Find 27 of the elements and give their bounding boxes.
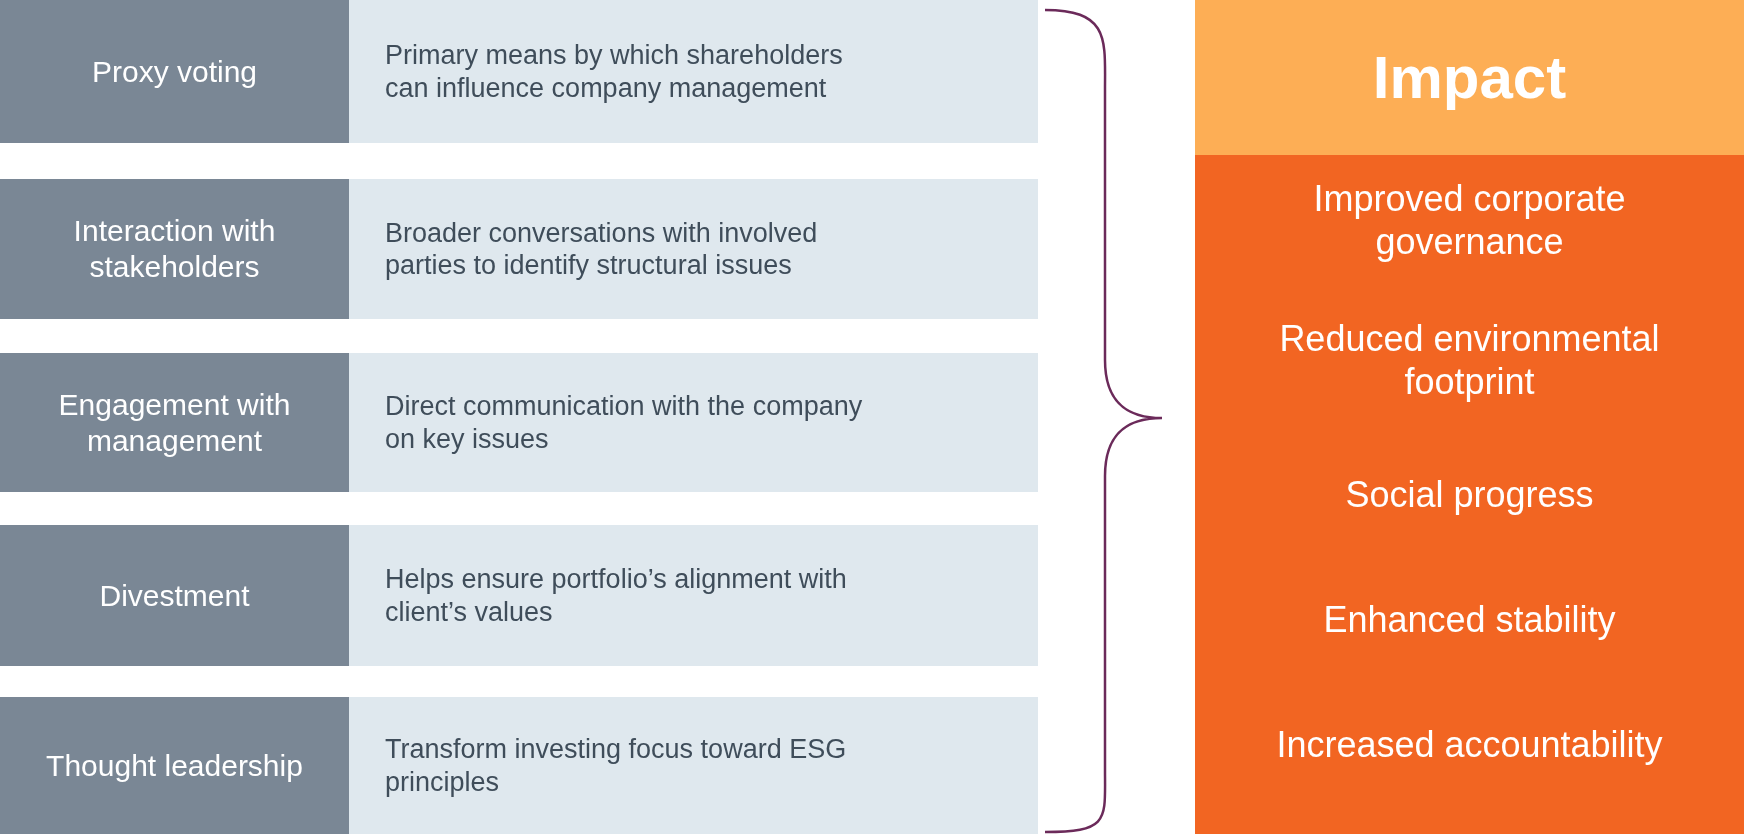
- method-box: [0, 697, 349, 834]
- impact-item: Improved corporate governance: [1312, 176, 1627, 264]
- impact-item: Social progress: [1345, 473, 1594, 517]
- method-label: Divestment: [99, 577, 250, 614]
- method-label: Proxy voting: [91, 53, 258, 90]
- description-box: [349, 0, 1038, 143]
- description-box: [349, 525, 1038, 666]
- description-box: [349, 179, 1038, 319]
- method-box: [0, 353, 349, 492]
- impact-item: Increased accountability: [1276, 723, 1663, 767]
- impact-panel: [1195, 0, 1744, 834]
- description-text: Primary means by which shareholders can influence company management: [385, 39, 844, 104]
- method-box: [0, 0, 349, 143]
- description-box: [349, 697, 1038, 834]
- description-text: Broader conversations with involved parties to identify structural issues: [385, 216, 819, 282]
- method-box: [0, 525, 349, 666]
- impact-item: Enhanced stability: [1323, 598, 1616, 642]
- description-text: Transform investing focus toward ESG principles: [385, 733, 848, 798]
- description-text: Helps ensure portfolio’s alignment with client’s values: [385, 563, 848, 628]
- method-label: Engagement with management: [57, 386, 292, 459]
- method-box: [0, 179, 349, 319]
- method-label: Thought leadership: [46, 747, 303, 784]
- description-text: Direct communication with the company on key issues: [385, 390, 864, 455]
- description-box: [349, 353, 1038, 492]
- panel-title: Impact: [1372, 42, 1567, 113]
- method-label: Interaction with stakeholders: [72, 213, 277, 285]
- impact-item: Reduced environmental footprint: [1278, 316, 1661, 404]
